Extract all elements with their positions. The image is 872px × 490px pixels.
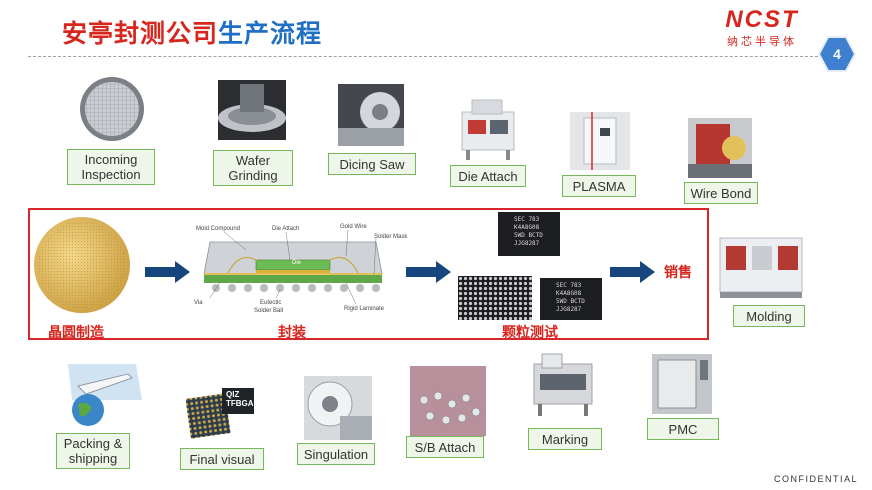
step-plasma: PLASMA — [562, 175, 636, 197]
chip-side-line2: K4A8G08 — [556, 290, 582, 297]
step-packing-shipping: Packing & shipping — [56, 433, 130, 469]
dicing-saw-image — [338, 84, 404, 146]
step-pmc: PMC — [647, 418, 719, 440]
step-wire-bond: Wire Bond — [684, 182, 758, 204]
logo-main-text: NCST — [725, 6, 799, 33]
final-visual-image — [186, 388, 254, 439]
logo-sub-text: 纳芯半导体 — [727, 36, 797, 48]
arrow-1-icon — [145, 261, 190, 283]
step-dicing-saw: Dicing Saw — [328, 153, 416, 175]
title-blue-part: 生产流程 — [218, 20, 323, 48]
chip-top-line4: JJG8287 — [514, 240, 540, 247]
page-number-text: 4 — [833, 46, 841, 62]
title-red-part: 安亭封测公司 — [62, 20, 219, 48]
chip-bga-bottom-image — [458, 276, 532, 320]
chip-side-line3: 5WD BCTD — [556, 298, 585, 305]
diag-solder-mask: Solder Mask — [374, 234, 408, 240]
step-die-attach: Die Attach — [450, 165, 526, 187]
step-wafer-grinding: Wafer Grinding — [213, 150, 293, 186]
diag-mold-compound: Mold Compound — [196, 226, 241, 232]
label-sales: 销售 — [664, 264, 692, 280]
marking-machine-image — [533, 353, 593, 416]
step-marking: Marking — [528, 428, 602, 450]
step-incoming-inspection: Incoming Inspection — [67, 149, 155, 185]
label-package: 封装 — [278, 324, 306, 340]
pmc-oven-image — [652, 354, 712, 414]
diag-die-attach: Die Attach — [272, 226, 300, 232]
chip-top-image: SEC 783 K4A8G08 5WD BCTD JJG8287 — [498, 212, 560, 256]
step-final-visual: Final visual — [180, 448, 264, 470]
wafer-image — [34, 217, 130, 313]
step-molding: Molding — [733, 305, 805, 327]
chip-top-line1: SEC 783 — [514, 216, 540, 223]
arrow-2-icon — [406, 261, 451, 283]
wafer-inspection-image — [80, 77, 144, 141]
grinding-machine-image — [218, 80, 286, 140]
tfbga-text: TFBGA — [226, 399, 254, 408]
chip-side-line4: JJG8287 — [556, 306, 582, 313]
step-sb-attach: S/B Attach — [406, 436, 484, 458]
chip-side-line1: SEC 783 — [556, 282, 582, 289]
diag-eutectic: Eutectic — [260, 300, 282, 306]
die-attach-machine-image — [461, 99, 515, 160]
packing-shipping-image — [68, 364, 142, 426]
main-flow-box — [28, 208, 709, 340]
plasma-machine-image — [570, 112, 630, 170]
page-number-badge: 4 — [818, 36, 856, 72]
title-divider — [28, 56, 828, 57]
singulation-image — [304, 376, 372, 440]
chip-top-line2: K4A8G08 — [514, 224, 540, 231]
confidential-footer: CONFIDENTIAL — [773, 474, 858, 484]
chip-top-line3: 5WD BCTD — [514, 232, 543, 239]
package-cross-section-diagram — [203, 229, 383, 305]
arrow-3-icon — [610, 261, 655, 283]
diag-via: Via — [194, 300, 203, 306]
chip-side-image: SEC 783 K4A8G08 5WD BCTD JJG8287 — [540, 278, 602, 320]
tfbga-brand: QIZ — [226, 390, 240, 399]
label-chip-test: 颗粒测试 — [502, 324, 558, 340]
wire-bond-machine-image — [688, 118, 752, 178]
diag-die: Die — [292, 260, 302, 266]
label-wafer-fab: 晶圆制造 — [48, 324, 104, 340]
company-logo: NCST 纳芯半导体 — [704, 8, 820, 49]
diag-rigid-laminate: Rigid Laminate — [344, 306, 385, 312]
tfbga-label: QIZ TFBGA — [226, 390, 254, 408]
page-title: 安亭封测公司生产流程 — [62, 14, 322, 50]
diag-solder-ball: Solder Ball — [254, 308, 284, 314]
diag-gold-wire: Gold Wire — [340, 224, 367, 230]
molding-machine-image — [719, 237, 803, 298]
step-singulation: Singulation — [297, 443, 375, 465]
solder-ball-attach-image — [410, 366, 486, 436]
